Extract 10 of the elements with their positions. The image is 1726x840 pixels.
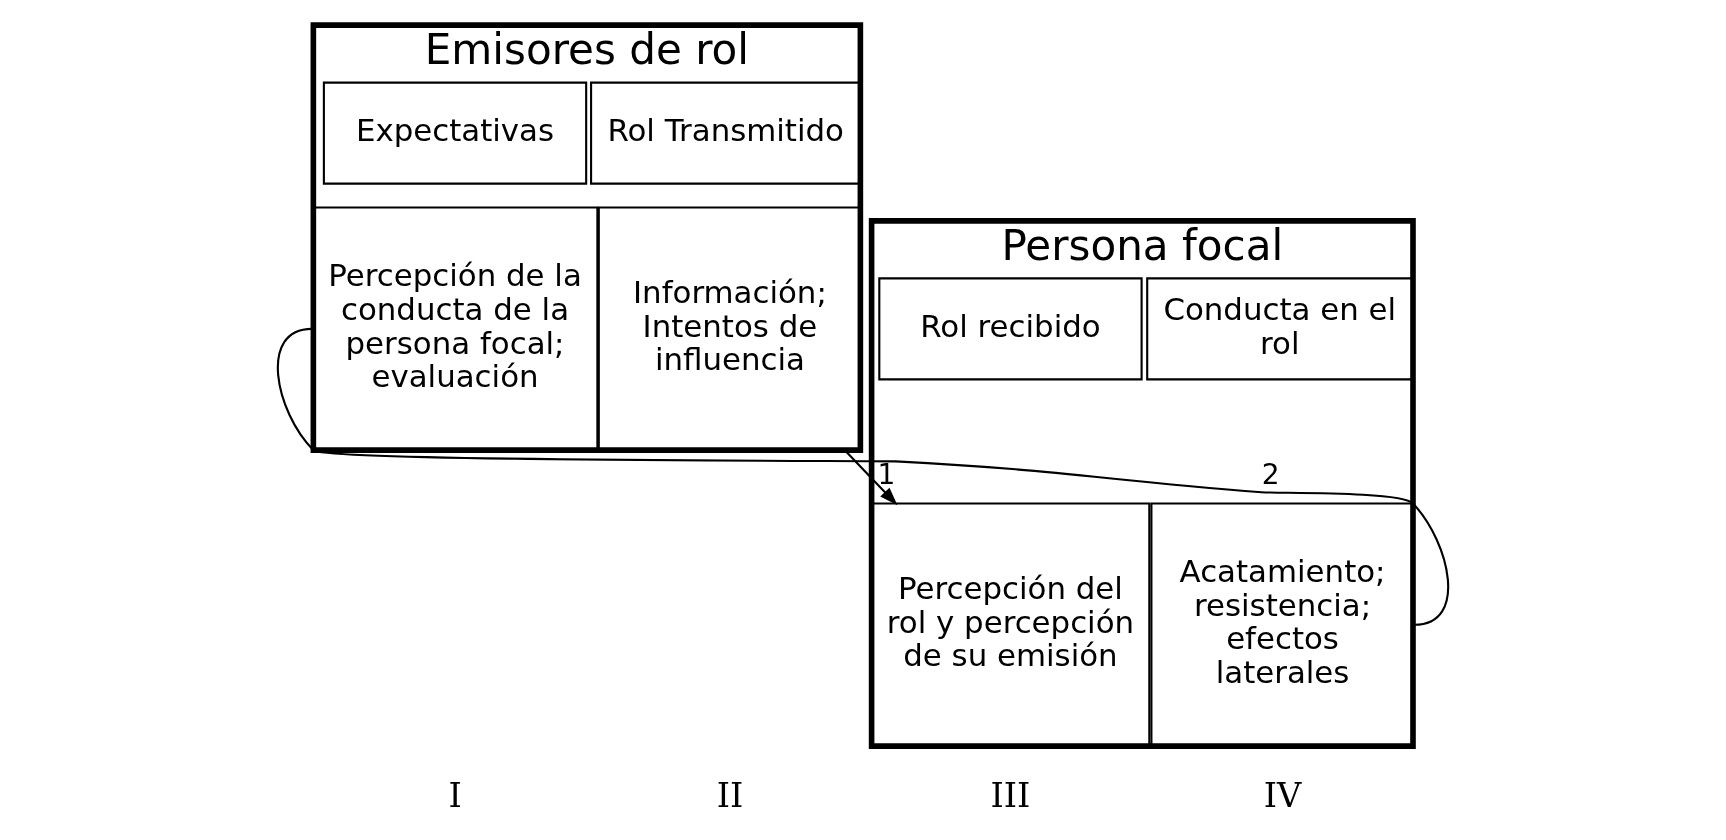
node-box: Rol recibido: [878, 277, 1143, 381]
label: III: [990, 775, 1031, 815]
node-box: Conducta en el rol: [1146, 277, 1414, 381]
node-box: Expectativas: [322, 81, 588, 185]
connector: [277, 327, 1449, 626]
label: IV: [1263, 775, 1302, 815]
edge-label: 1: [877, 457, 896, 491]
label: II: [716, 775, 744, 815]
edge-label: 2: [1261, 457, 1280, 491]
label: I: [448, 775, 462, 815]
